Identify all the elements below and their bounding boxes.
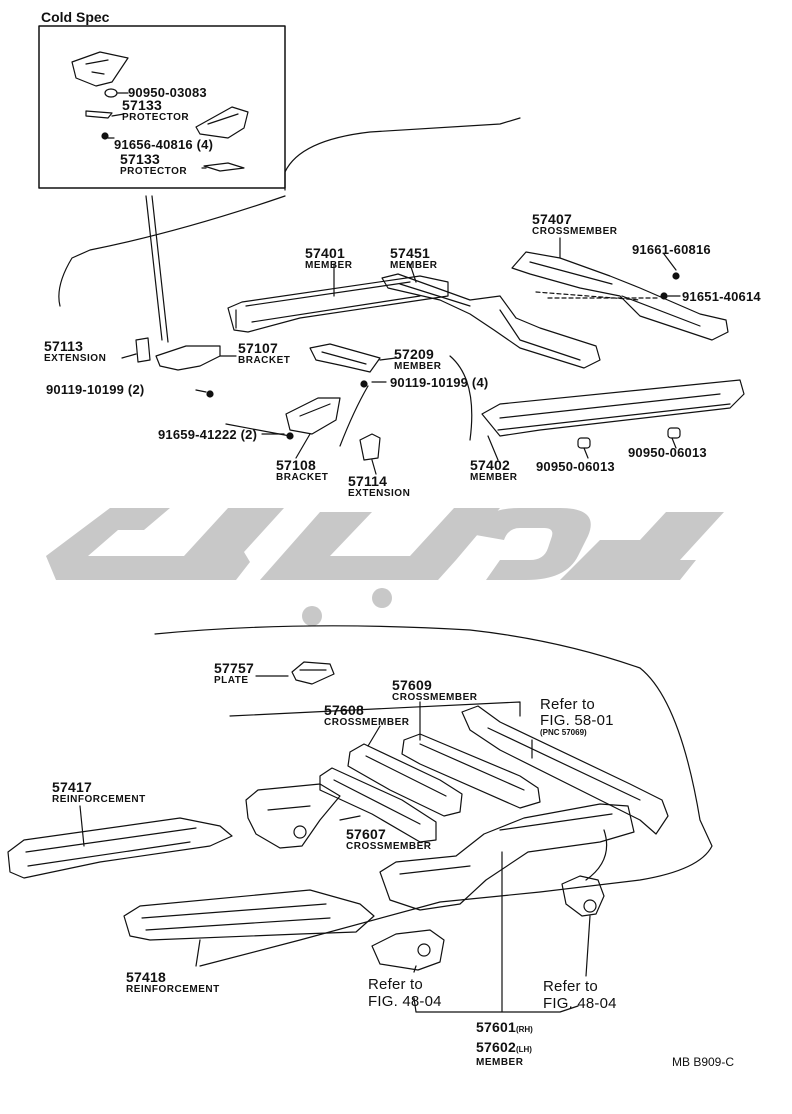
cold-spec-title: Cold Spec: [41, 9, 110, 25]
part-57418: 57418 REINFORCEMENT: [126, 969, 220, 995]
part-57608: 57608 CROSSMEMBER: [324, 702, 410, 728]
part-57133-a: 57133 PROTECTOR: [122, 97, 190, 123]
inset-parts: [71, 51, 249, 343]
part-90119-10199-qty2: 90119-10199 (2): [46, 382, 145, 397]
reinforcement-57417: [7, 817, 233, 879]
part-57401: 57401 MEMBER: [305, 245, 353, 271]
member-57601-57602: [379, 803, 635, 911]
part-57451: 57451 MEMBER: [390, 245, 438, 271]
part-57757: 57757 PLATE: [214, 660, 254, 686]
part-57113: 57113 EXTENSION: [44, 338, 107, 364]
reinforcement-57418: [123, 889, 375, 941]
member-refer-58-01: [461, 705, 669, 835]
crossmember-57609: [401, 733, 541, 809]
watermark-logo: [46, 508, 724, 626]
member-57401: [227, 275, 449, 333]
bracket-57108: [285, 397, 341, 435]
cold-spec-inset-frame: [38, 25, 286, 189]
member-57402: [481, 379, 745, 437]
crossmember-57607: [245, 767, 437, 849]
part-57133-b: 57133 PROTECTOR: [120, 151, 188, 177]
vehicle-body-outline-top: [58, 117, 521, 307]
part-57407: 57407 CROSSMEMBER: [532, 211, 618, 237]
diagram-code: MB B909-C: [672, 1055, 735, 1069]
extension-57114: [359, 433, 381, 461]
plate-57757: [291, 661, 335, 685]
part-90950-06013-b: 90950-06013: [628, 445, 707, 460]
refer-fig-58-01: Refer to FIG. 58-01 (PNC 57069): [540, 696, 614, 737]
crossmember-57608: [347, 743, 463, 817]
part-57607: 57607 CROSSMEMBER: [346, 826, 432, 852]
part-90950-06013-a: 90950-06013: [536, 459, 615, 474]
part-91661-60816: 91661-60816: [632, 242, 711, 257]
bracket-57107: [135, 337, 221, 371]
part-91656-40816: 91656-40816 (4): [114, 137, 214, 152]
part-91659-41222: 91659-41222 (2): [158, 427, 258, 442]
part-91651-40614: 91651-40614: [682, 289, 761, 304]
member-57451: [381, 273, 601, 369]
part-57601-57602: 57601(RH) 57602(LH) MEMBER: [476, 1019, 533, 1068]
part-57107: 57107 BRACKET: [238, 340, 291, 366]
part-57609: 57609 CROSSMEMBER: [392, 677, 478, 703]
part-90950-03083: 90950-03083: [128, 85, 207, 100]
mount-bracket-48-04-a: [371, 929, 445, 971]
mount-bracket-48-04-b: [561, 875, 605, 917]
part-57209: 57209 MEMBER: [394, 346, 442, 372]
refer-fig-48-04-b: Refer to FIG. 48-04: [543, 978, 617, 1012]
vehicle-body-outline-bottom: [154, 625, 713, 967]
part-90119-10199-qty4: 90119-10199 (4): [390, 375, 489, 390]
part-57114: 57114 EXTENSION: [348, 473, 411, 499]
part-57417: 57417 REINFORCEMENT: [52, 779, 146, 805]
refer-fig-48-04-a: Refer to FIG. 48-04: [368, 976, 442, 1010]
part-57108: 57108 BRACKET: [276, 457, 329, 483]
member-57209: [309, 343, 381, 373]
crossmember-57407: [511, 251, 729, 341]
part-57402: 57402 MEMBER: [470, 457, 518, 483]
